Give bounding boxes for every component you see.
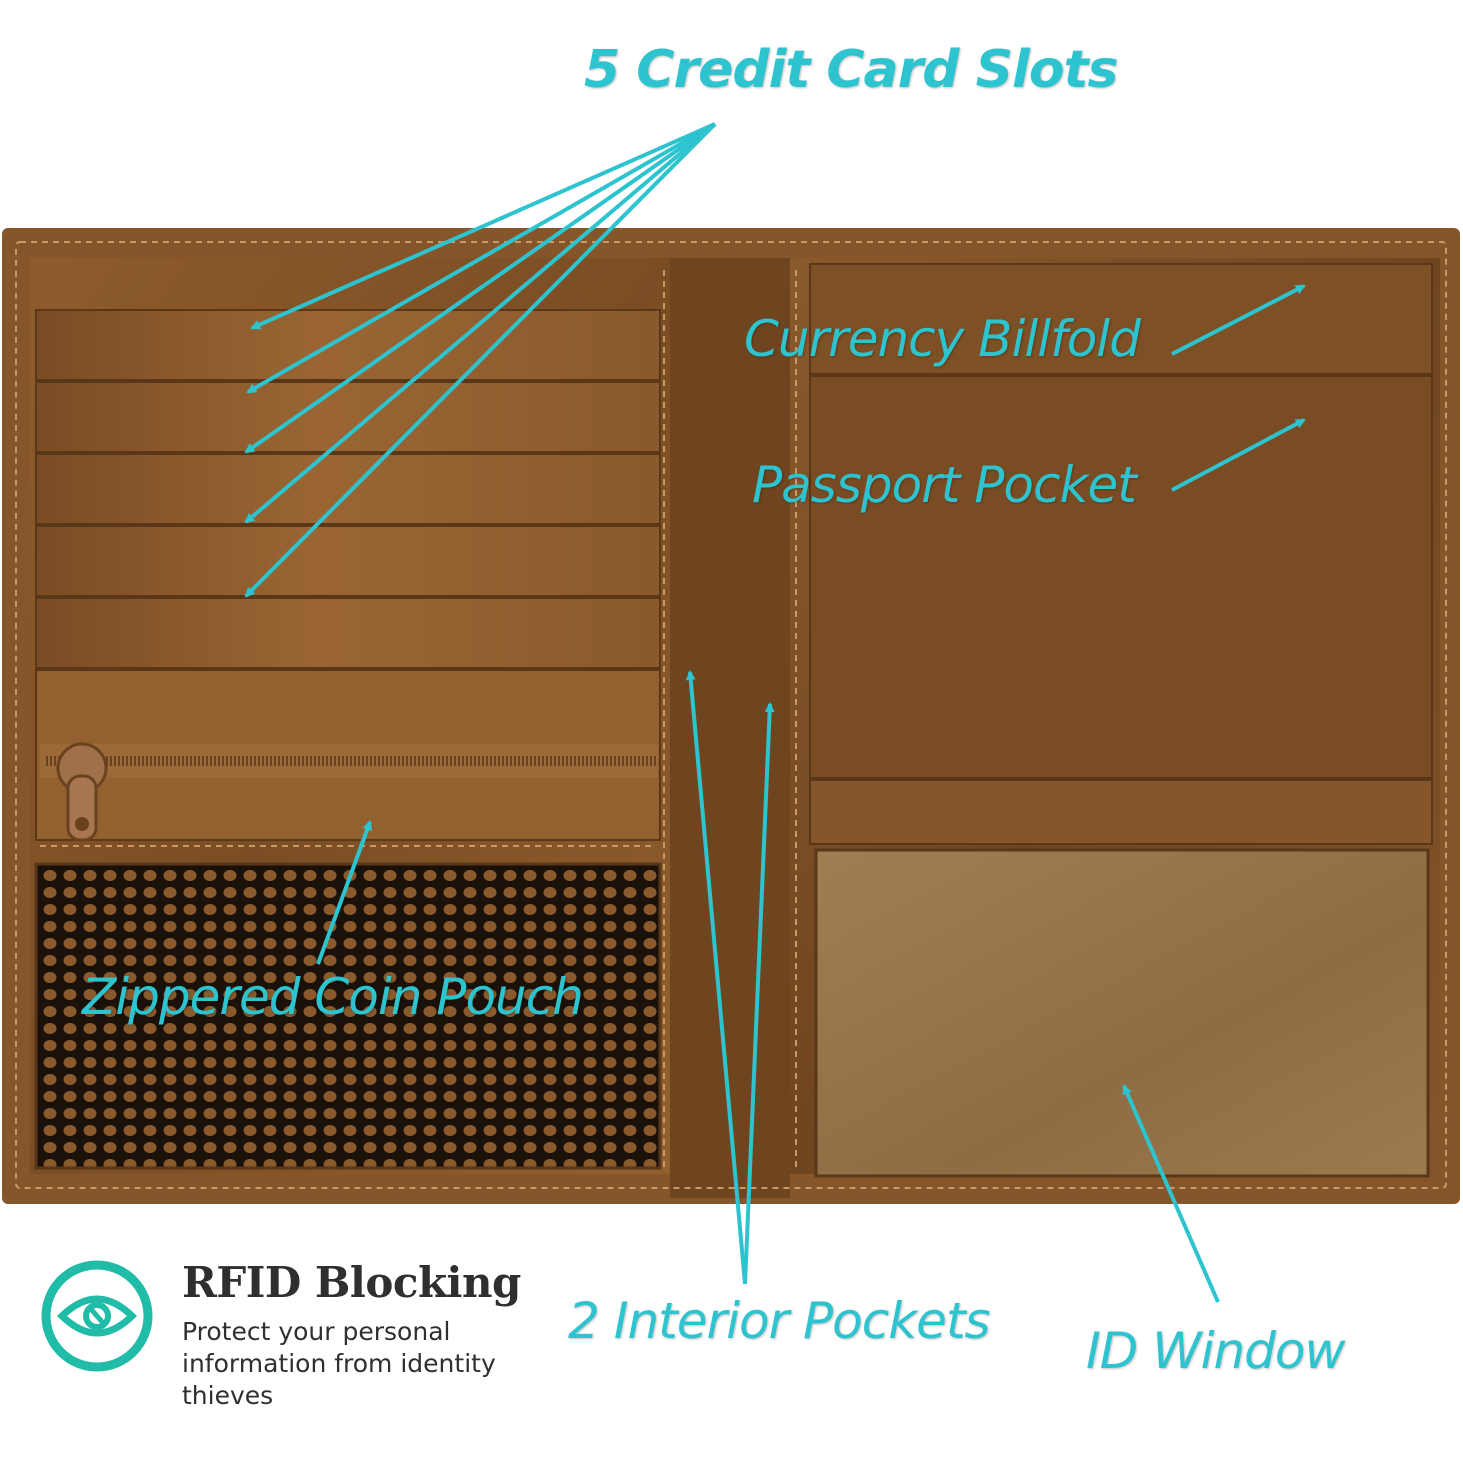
center-spine [670, 258, 790, 1198]
callout-arrows [244, 122, 1306, 1303]
zipper-pull-icon [56, 742, 108, 842]
id-window-label: ID Window [1086, 1322, 1345, 1380]
credit-card-slots [35, 309, 661, 669]
rfid-title: RFID Blocking [182, 1258, 521, 1307]
eye-icon [41, 1260, 153, 1372]
passport-pocket-label: Passport Pocket [752, 456, 1137, 514]
zipper-track [40, 744, 658, 778]
passport-pocket [809, 375, 1433, 779]
billfold-pocket [809, 263, 1433, 375]
id-window [814, 848, 1430, 1178]
credit-card-slots-label: 5 Credit Card Slots [584, 40, 1118, 100]
zippered-coin-pouch-label: Zippered Coin Pouch [82, 968, 584, 1026]
currency-billfold-label: Currency Billfold [744, 310, 1141, 368]
id-window-band [809, 779, 1433, 845]
interior-pockets-label: 2 Interior Pockets [568, 1292, 991, 1350]
rfid-description: Protect your personal information from i… [182, 1317, 496, 1410]
mesh-pocket [34, 862, 662, 1170]
